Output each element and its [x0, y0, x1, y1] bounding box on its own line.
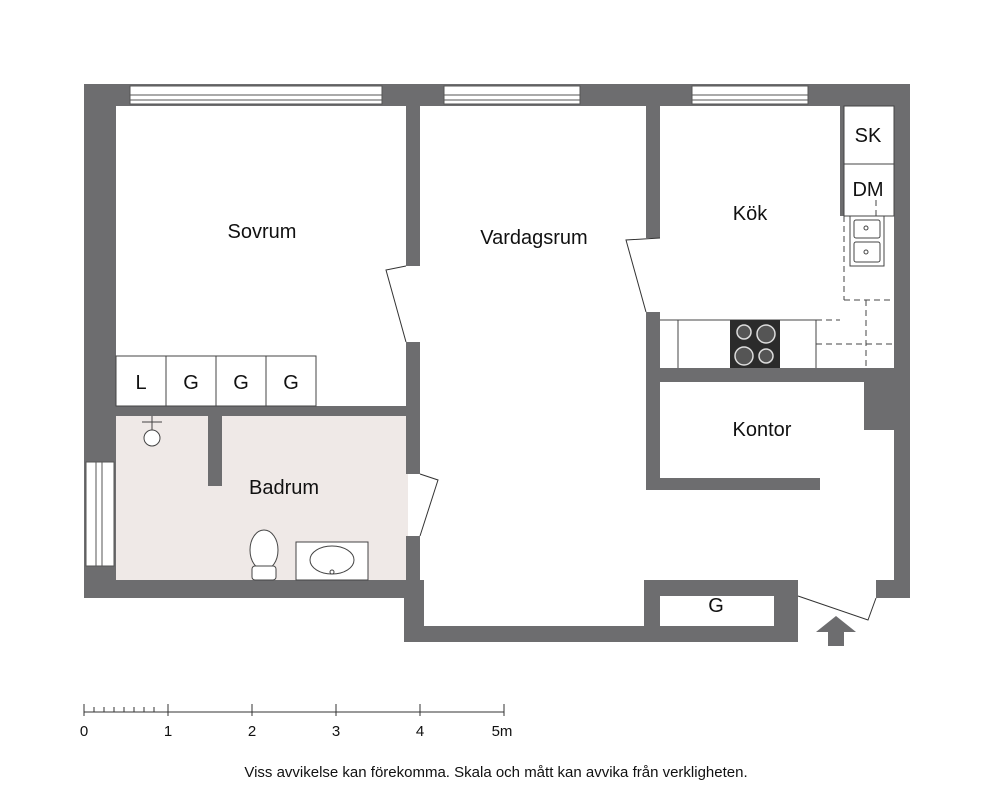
kitchen-sink-icon [849, 215, 885, 267]
doors [385, 237, 877, 621]
scale-bar [83, 704, 505, 716]
closet-label-dm: DM [852, 179, 883, 201]
scale-label-5m: 5m [492, 723, 513, 740]
shower-icon [142, 416, 162, 447]
room-label-sovrum: Sovrum [228, 221, 297, 243]
closet-label-l: L [135, 372, 146, 394]
closet-label-g2: G [233, 372, 249, 394]
room-label-vardagsrum: Vardagsrum [480, 227, 587, 249]
kitchen-closets [843, 105, 895, 217]
scale-label-0: 0 [80, 723, 88, 740]
toilet-icon [249, 529, 279, 581]
scale-label-3: 3 [332, 723, 340, 740]
room-label-kontor: Kontor [733, 419, 792, 441]
disclaimer-text: Viss avvikelse kan förekomma. Skala och … [244, 764, 748, 781]
kitchen-counters [660, 200, 894, 368]
closet-label-sk: SK [855, 125, 882, 147]
entrance-arrow-icon [816, 616, 856, 646]
windows [85, 85, 809, 567]
scale-label-2: 2 [248, 723, 256, 740]
stove-icon [730, 320, 780, 368]
bathroom-sink-icon [295, 541, 369, 581]
scale-label-1: 1 [164, 723, 172, 740]
closet-label-g1: G [183, 372, 199, 394]
bedroom-closets [115, 355, 317, 407]
room-label-kok: Kök [733, 203, 768, 225]
room-label-badrum: Badrum [249, 477, 319, 499]
scale-label-4: 4 [416, 723, 424, 740]
closet-label-g3: G [283, 372, 299, 394]
closet-label-hall-g: G [708, 595, 724, 617]
